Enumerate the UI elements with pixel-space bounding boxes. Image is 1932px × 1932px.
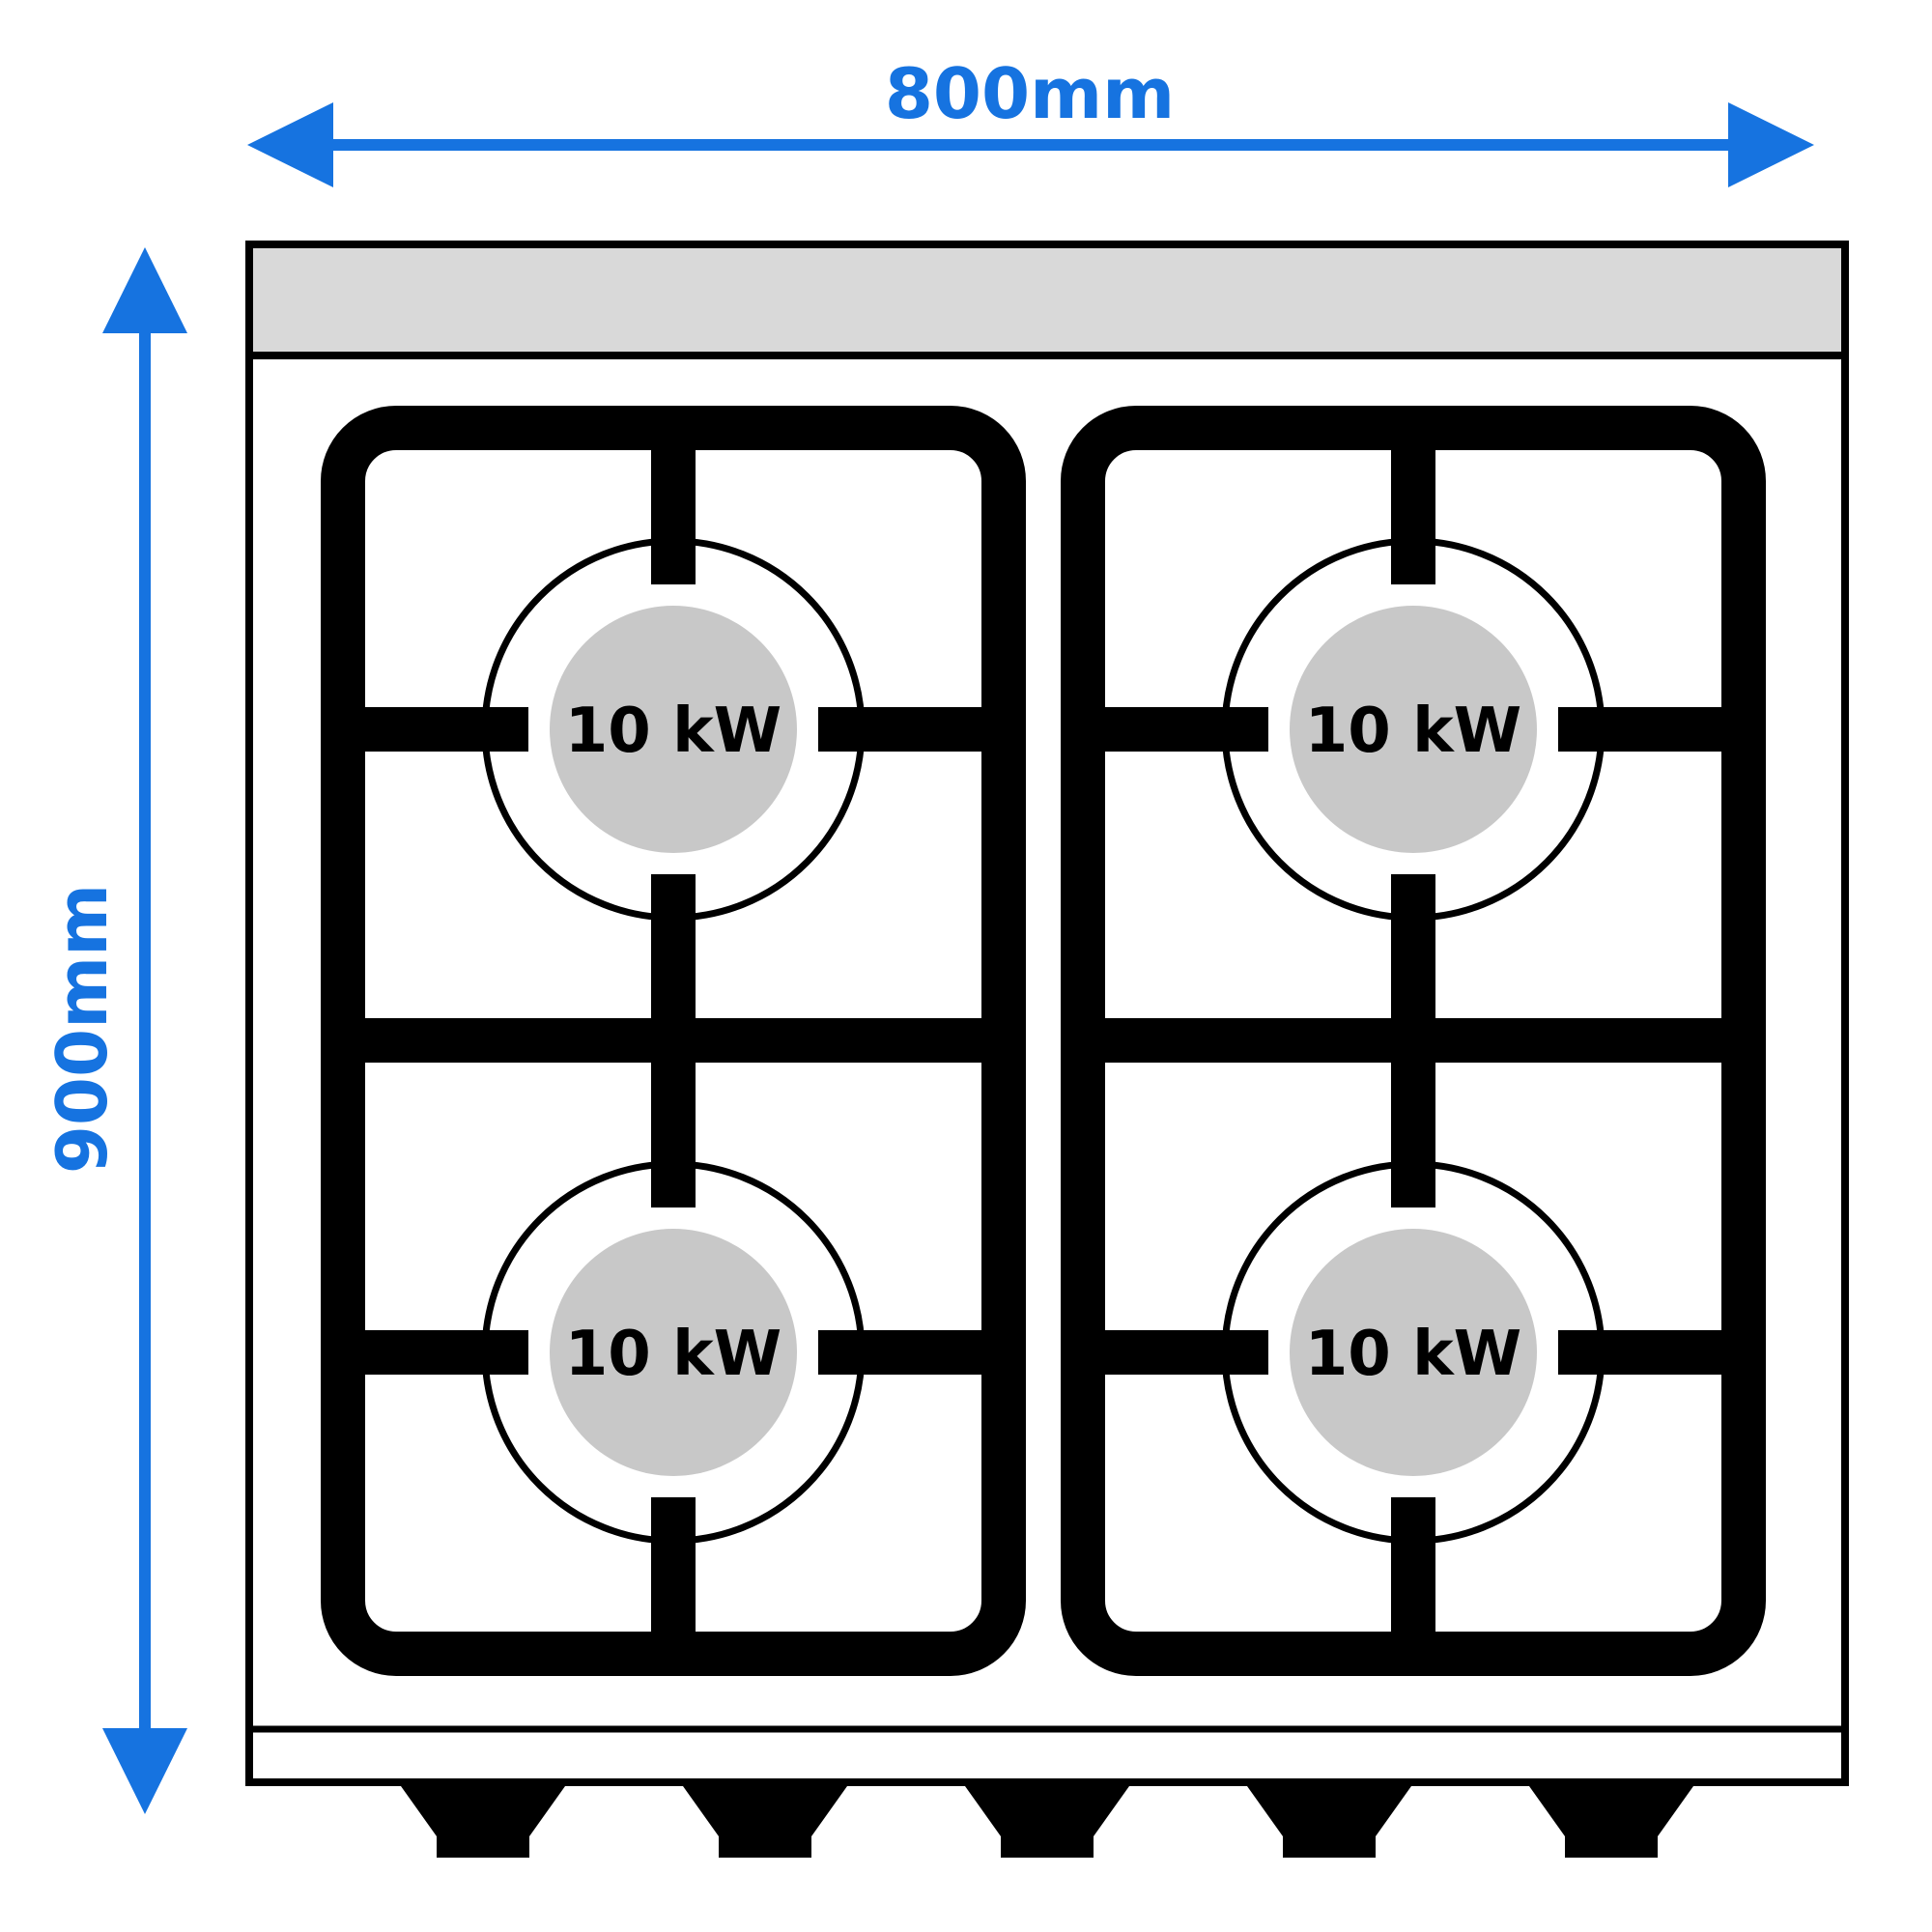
burner-spoke-right xyxy=(1558,707,1739,752)
burner-spoke-top xyxy=(1391,1038,1435,1208)
burner-spoke-bottom xyxy=(1391,874,1435,1043)
burner-power-label: 10 kW xyxy=(1305,1319,1522,1390)
height-dimension: 900mm xyxy=(42,247,187,1814)
burner-spoke-right xyxy=(1558,1330,1739,1375)
burner-power-label: 10 kW xyxy=(565,696,782,767)
burner-spoke-top xyxy=(651,425,696,584)
burner-spoke-right xyxy=(818,1330,999,1375)
stove-back-strip xyxy=(245,241,1849,359)
stove-foot xyxy=(683,1786,847,1858)
stove-feet xyxy=(401,1786,1693,1858)
stove-foot xyxy=(1529,1786,1693,1858)
stove-foot xyxy=(1247,1786,1411,1858)
burner-spoke-left xyxy=(348,707,528,752)
burner-spoke-bottom xyxy=(651,874,696,1043)
burner-spoke-left xyxy=(1088,1330,1268,1375)
burner-disc xyxy=(550,606,797,853)
burner-disc xyxy=(550,1229,797,1476)
width-dimension: 800mm xyxy=(247,53,1814,187)
burner-top-left: 10 kW xyxy=(348,425,999,1043)
burner-spoke-top xyxy=(651,1038,696,1208)
stove-foot xyxy=(401,1786,565,1858)
stove-foot xyxy=(965,1786,1129,1858)
burner-disc xyxy=(1290,1229,1537,1476)
burner-bottom-right: 10 kW xyxy=(1088,1038,1739,1657)
height-arrow-top-head-icon xyxy=(102,247,187,333)
burner-power-label: 10 kW xyxy=(565,1319,782,1390)
burner-spoke-bottom xyxy=(651,1497,696,1657)
width-arrow-left-head-icon xyxy=(247,102,333,187)
width-dimension-label: 800mm xyxy=(885,53,1175,134)
burner-disc xyxy=(1290,606,1537,853)
burner-spoke-left xyxy=(1088,707,1268,752)
height-dimension-label: 900mm xyxy=(42,884,123,1174)
burner-spoke-left xyxy=(348,1330,528,1375)
stove-outline xyxy=(245,241,1849,1786)
width-arrow-right-head-icon xyxy=(1728,102,1814,187)
burner-spoke-top xyxy=(1391,425,1435,584)
height-arrow-bottom-head-icon xyxy=(102,1728,187,1814)
burner-top-right: 10 kW xyxy=(1088,425,1739,1043)
stove-body xyxy=(245,241,1849,1786)
burner-bottom-left: 10 kW xyxy=(348,1038,999,1657)
burner-spoke-right xyxy=(818,707,999,752)
burner-spoke-bottom xyxy=(1391,1497,1435,1657)
burner-power-label: 10 kW xyxy=(1305,696,1522,767)
